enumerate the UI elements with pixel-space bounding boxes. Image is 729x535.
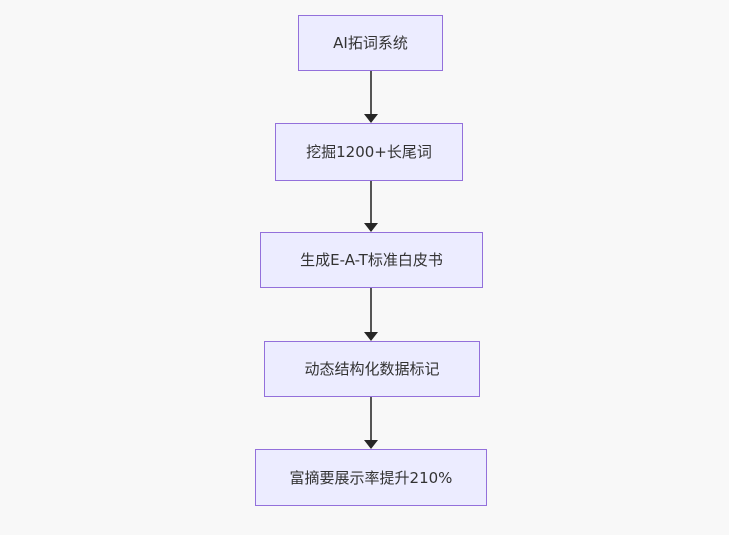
flowchart-node: 挖掘1200+长尾词 [275, 123, 463, 181]
flowchart-node: AI拓词系统 [298, 15, 443, 71]
arrow-line [370, 288, 372, 333]
arrow-line [370, 397, 372, 441]
flow-arrow [364, 397, 378, 449]
arrowhead-icon [364, 440, 378, 449]
arrowhead-icon [364, 114, 378, 123]
flowchart-node: 动态结构化数据标记 [264, 341, 480, 397]
arrowhead-icon [364, 223, 378, 232]
flowchart-node: 生成E-A-T标准白皮书 [260, 232, 483, 288]
arrowhead-icon [364, 332, 378, 341]
arrow-line [370, 71, 372, 115]
flow-arrow [364, 288, 378, 341]
flow-arrow [364, 181, 378, 232]
flow-arrow [364, 71, 378, 123]
arrow-line [370, 181, 372, 224]
flowchart-node: 富摘要展示率提升210% [255, 449, 487, 506]
